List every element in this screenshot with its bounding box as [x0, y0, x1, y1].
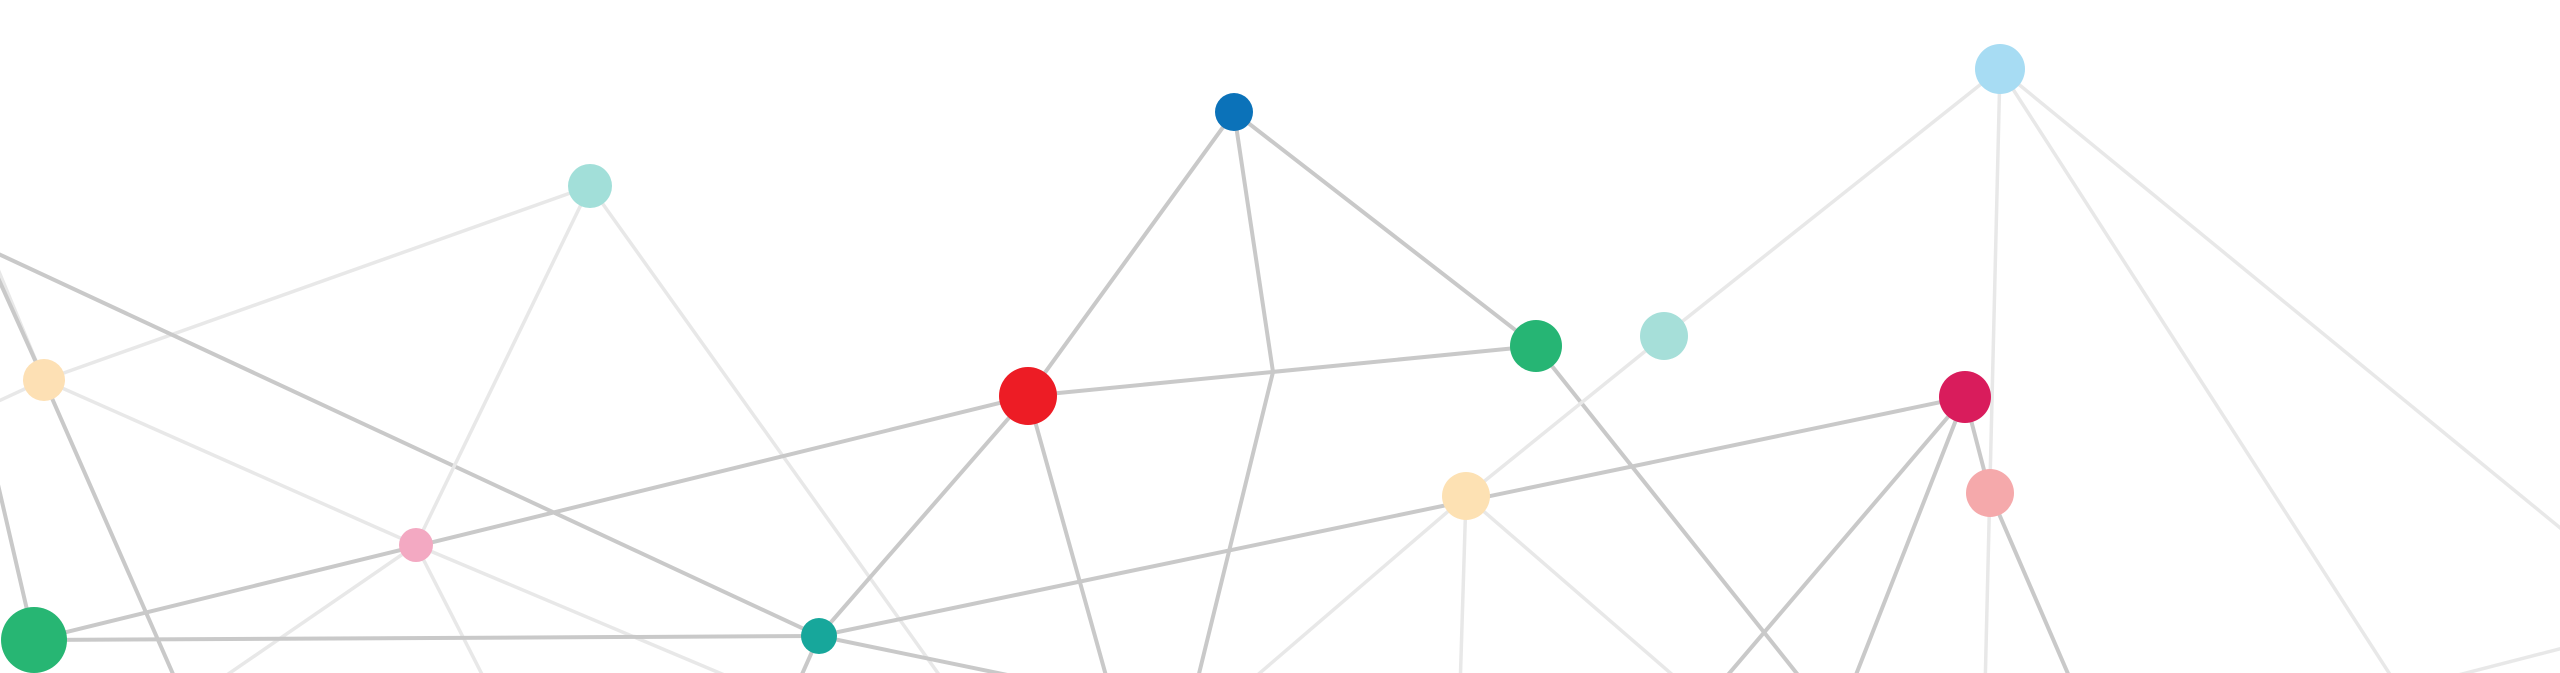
network-edge	[1464, 494, 1674, 673]
network-edge	[1458, 494, 1468, 673]
network-node-crimson-right	[1939, 371, 1991, 423]
network-edge	[817, 395, 1967, 638]
network-edge	[2459, 647, 2560, 673]
network-edge	[42, 184, 592, 382]
network-edge	[42, 378, 418, 547]
network-node-peach-left	[23, 359, 65, 401]
network-edge	[1026, 344, 1538, 398]
network-edge	[0, 277, 46, 382]
network-edge	[1197, 370, 1275, 673]
network-edge	[226, 543, 418, 673]
network-edge	[1257, 494, 1468, 673]
network-edge	[414, 543, 484, 673]
network-edge	[1854, 395, 1967, 673]
network-edge	[1464, 334, 1666, 498]
network-edge	[32, 634, 821, 642]
network-node-green-bottom-left	[1, 607, 67, 673]
network-edge	[1726, 395, 1967, 673]
network-edge	[1232, 110, 1538, 348]
network-edge	[1662, 67, 2002, 338]
network-edge	[414, 184, 592, 547]
network-edge	[414, 543, 725, 673]
network-node-peach-center	[1442, 472, 1490, 520]
network-edge	[1998, 67, 2392, 673]
network-node-salmon-right	[1966, 469, 2014, 517]
network-edge	[1983, 67, 2002, 673]
network-edge	[1988, 491, 2070, 673]
network-node-teal-top-left	[568, 164, 612, 208]
network-node-green-center	[1510, 320, 1562, 372]
network-node-red-center	[999, 367, 1057, 425]
network-edge	[817, 634, 1008, 673]
network-node-blue-top	[1215, 93, 1253, 131]
network-node-sky-top-right	[1975, 44, 2025, 94]
network-edge	[1998, 67, 2560, 530]
network-node-teal-small	[801, 618, 837, 654]
node-layer	[1, 44, 2025, 673]
network-node-teal-right	[1640, 312, 1688, 360]
network-edge	[1026, 110, 1236, 398]
network-edge	[1026, 394, 1108, 673]
edge-layer	[0, 67, 2560, 673]
network-edge	[1232, 110, 1275, 374]
network-edge	[32, 394, 1030, 642]
network-node-pink-small	[399, 528, 433, 562]
network-edge	[0, 252, 821, 638]
network-edge	[817, 394, 1030, 638]
network-edge	[588, 184, 941, 673]
